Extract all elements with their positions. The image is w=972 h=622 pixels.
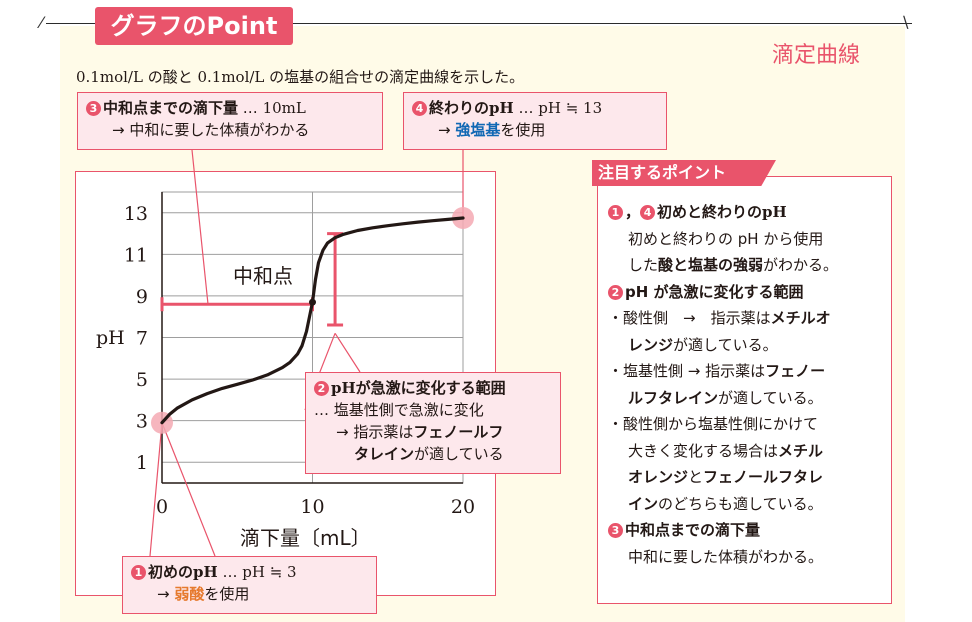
callout-title: 中和点までの滴下量 [103,99,239,117]
indicator-name: メチルオ [770,309,831,327]
indicator-name: メチル [778,441,824,460]
point-emphasis: 酸と塩基の強弱 [658,256,764,274]
callout-line: 中和に要した体積がわかる [129,121,310,139]
bullet-line: と [688,468,704,486]
point-title: pH が急激に変化する範囲 [625,282,804,301]
right-hook-icon: ∖ [900,13,911,32]
indicator-name: ルフタレイン [628,388,719,407]
connector-1b [161,422,216,557]
callout-value: pH ≒ 13 [538,99,603,117]
callout-title-ph: pH [193,563,218,581]
indicator-name: イン [628,494,659,513]
x-tick-label: 20 [451,496,475,518]
arrow-icon: → [112,121,125,139]
callout-line: 指示薬は [353,423,414,441]
number-badge: 1 [608,205,623,220]
bullet-line: ・酸性側 → 指示薬は [608,309,771,327]
ellipsis: … [314,401,329,419]
y-tick-label: 11 [124,244,148,266]
indicator-name: タレイン [354,445,415,463]
callout-line: が適している [414,445,504,463]
callout-title: が急激に変化する範囲 [355,379,506,397]
callout-title: 初めの [148,563,194,581]
connector-3 [191,149,209,305]
chart-marks [151,206,474,434]
indicator-name: レンジ [628,335,674,354]
ellipsis: … [518,99,534,117]
strong-base-highlight: 強塩基 [455,121,501,139]
point-line: 中和に要した体積がわかる。 [628,547,824,566]
arrow-icon: → [157,585,170,603]
callout-title: 終わりの [429,99,490,117]
y-axis-label: pH [96,327,125,349]
callout-title-ph: pH [331,379,356,397]
number-badge: 4 [640,205,656,220]
callout-line: 塩基性側で急激に変化 [333,401,484,419]
callout-line: を使用 [500,121,546,139]
number-badge: 2 [608,284,623,300]
number-badge: 1 [131,565,146,580]
point-title: 初めと終わりの [657,203,763,221]
x-tick-label: 10 [300,496,324,518]
equivalence-point-label: 中和点 [233,264,293,288]
point-line: した [628,256,659,274]
connector-2b [334,333,361,373]
point-line: 初めと終わりの pH から使用 [628,229,824,248]
number-badge: 3 [608,523,623,538]
left-hook-icon: ⁄ [40,13,43,32]
point-title: 中和点までの滴下量 [625,521,761,539]
callout-value: pH ≒ 3 [242,563,297,581]
y-tick-label: 5 [136,369,148,391]
y-tick-label: 13 [124,203,148,225]
indicator-name: フェノールフ [413,423,504,441]
bullet-line: が適している。 [718,388,823,407]
indicator-name: フェノールフタレ [703,468,824,486]
point-title-ph: pH [762,203,787,221]
y-tick-label: 3 [136,411,148,433]
arrow-icon: → [336,423,349,441]
x-axis-label: 滴下量〔mL〕 [240,526,371,550]
indicator-name: フェノー [765,362,826,380]
callout-value: 10mL [262,99,306,117]
key-points-panel [597,176,892,604]
weak-acid-highlight: 弱酸 [174,585,205,603]
connector-1a [149,422,163,557]
titration-curve [160,216,465,425]
arrow-icon: → [438,121,451,139]
topic-label: 滴定曲線 [772,43,861,68]
callout-line: を使用 [204,585,250,603]
top-rule [46,23,912,24]
y-tick-label: 7 [136,328,148,350]
x-tick-label: 0 [156,496,168,518]
bullet-line: ・酸性側から塩基性側にかけて [608,415,819,433]
equivalence-point-dot [309,298,316,306]
callout-title-ph: pH [489,99,514,117]
separator: ， [625,203,641,221]
number-badge: 4 [412,101,427,116]
point-line: がわかる。 [763,256,839,274]
y-tick-label: 9 [136,286,148,308]
title-tab: グラフのPoint [95,7,293,45]
bullet-line: のどちらも適している。 [658,494,823,513]
bullet-line: が適している。 [673,335,778,354]
number-badge: 3 [86,101,101,116]
bullet-line: ・塩基性側 → 指示薬は [608,362,766,380]
number-badge: 2 [314,381,329,396]
key-points-tab: 注目するポイント [592,160,776,186]
ellipsis: … [242,99,258,117]
y-tick-label: 1 [136,452,148,474]
ellipsis: … [222,563,238,581]
bullet-line: 大きく変化する場合は [628,441,779,460]
intro-text: 0.1mol/L の酸と 0.1mol/L の塩基の組合せの滴定曲線を示した。 [76,68,525,86]
indicator-name: オレンジ [628,468,689,486]
